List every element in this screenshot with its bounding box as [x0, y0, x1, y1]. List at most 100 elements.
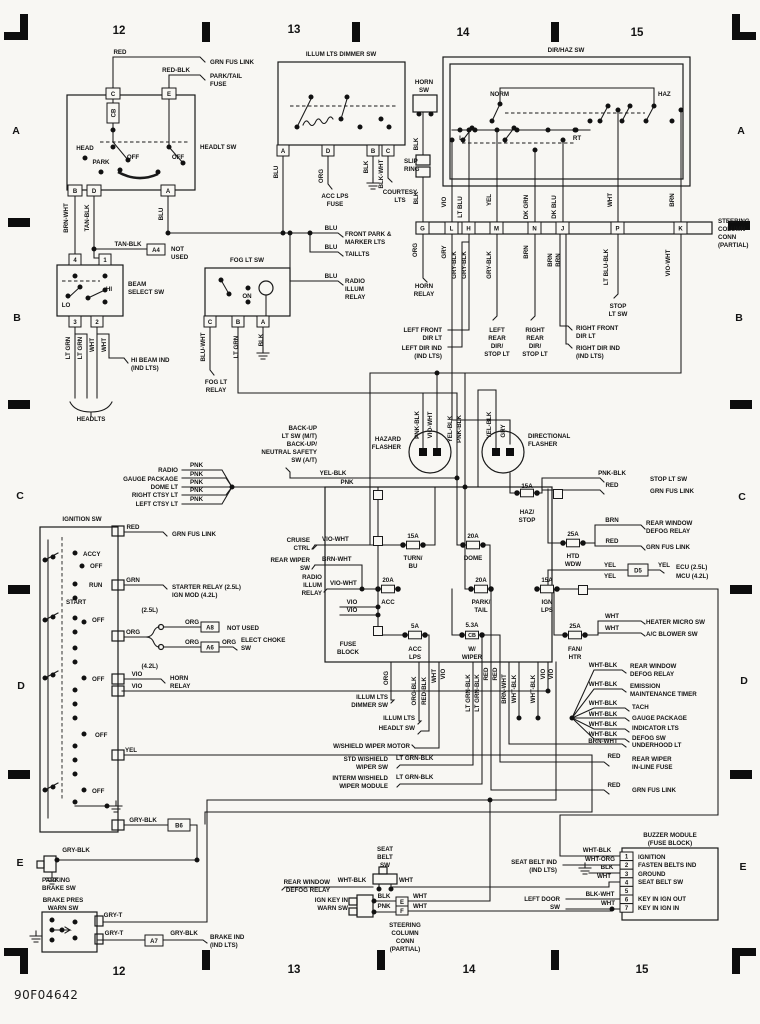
terminal-label: A	[281, 149, 286, 155]
wire	[108, 357, 129, 364]
diagram-label: YEL	[658, 562, 670, 569]
connector-code-box	[144, 934, 164, 947]
component-box	[111, 630, 125, 642]
wire	[145, 636, 160, 648]
registration-mark	[4, 948, 26, 956]
registration-mark	[202, 22, 210, 42]
diagram-label: STEERING	[389, 922, 421, 929]
terminal-label: D	[326, 149, 331, 155]
diagram-label: LT GRN-BLK	[465, 674, 472, 712]
wire	[112, 141, 129, 161]
registration-mark	[8, 218, 30, 227]
diagram-label: (2.5L)	[141, 607, 158, 614]
diagram-label: (FUSE BLOCK)	[648, 840, 692, 847]
diagram-label: (IND LTS)	[131, 365, 159, 372]
component-box	[348, 897, 358, 906]
diagram-label: RADIO	[302, 574, 322, 581]
diagram-label: STOP LT SW	[650, 476, 687, 483]
diagram-label: 5.3A	[465, 622, 479, 629]
registration-mark	[8, 400, 30, 409]
terminal-box	[160, 184, 176, 197]
diagram-label: REAR	[488, 335, 506, 342]
component-box	[111, 819, 125, 831]
diagram-label: DK GRN	[523, 194, 530, 219]
wire	[509, 472, 518, 494]
diagram-label: SW	[300, 565, 310, 572]
diagram-label: FLASHER	[372, 444, 402, 451]
diagram-label: IGNITION	[638, 854, 666, 861]
diagram-label: IN-LINE FUSE	[632, 764, 673, 771]
lamp-circle	[258, 280, 274, 296]
diagram-label: WHT	[399, 877, 413, 884]
connector-code-label: B6	[175, 823, 183, 829]
wire	[571, 669, 627, 719]
diagram-shape	[466, 540, 480, 550]
diagram-label: WHT-BLK	[589, 721, 618, 728]
diagram-label: ILLUM LTS	[356, 694, 388, 701]
terminal-box	[673, 221, 688, 235]
diagram-label: LEFT DOOR	[524, 896, 560, 903]
diagram-label: D	[17, 680, 25, 692]
wire	[181, 486, 233, 505]
diagram-label: WHT-BLK	[530, 674, 537, 703]
diagram-label: SELECT SW	[128, 289, 164, 296]
diagram-label: 15	[631, 27, 644, 39]
diagram-shape	[109, 805, 123, 813]
diagram-label: YEL	[125, 747, 137, 754]
diagram-label: LT GRN-BLK	[396, 755, 434, 762]
diagram-label: INTERM W/SHIELD	[332, 775, 388, 782]
diagram-label: KEY IN IGN OUT	[638, 896, 686, 903]
junction-dots	[42, 94, 684, 943]
diagram-label: TAN-BLK	[84, 204, 91, 232]
terminal-box	[461, 221, 476, 235]
connector-code-box	[106, 102, 120, 124]
diagram-label: 15A	[541, 577, 553, 584]
connector-code-label: D5	[634, 568, 642, 574]
connector-pad	[553, 489, 563, 499]
terminal-box	[256, 315, 270, 328]
diagram-shape	[540, 584, 554, 594]
diagram-label: BUZZER MODULE	[643, 832, 697, 839]
terminal-label: L	[450, 226, 454, 232]
diagram-label: VIO-WHT	[330, 580, 357, 587]
diagram-shape	[408, 630, 422, 640]
diagram-label: SW	[419, 87, 429, 94]
diagram-label: KEY IN IGN IN	[638, 905, 680, 912]
diagram-label: LT GRN-BLK	[474, 674, 481, 712]
wire	[123, 584, 168, 590]
diagram-label: TAILLTS	[345, 251, 370, 258]
connector-code-box	[627, 563, 649, 577]
diagram-label: RED	[605, 538, 619, 545]
wire	[220, 279, 230, 295]
diagram-label: BLK	[363, 160, 370, 173]
diagram-label: RELAY	[345, 294, 366, 301]
connector-code-box	[167, 818, 191, 832]
diagram-label: GRY-BLK	[486, 251, 493, 279]
diagram-label: OFF	[172, 154, 185, 161]
diagram-label: A	[12, 125, 20, 137]
diagram-label: VIO	[132, 683, 143, 690]
wire	[451, 588, 463, 636]
diagram-label: OFF	[92, 788, 105, 795]
fuse-icon: CB	[459, 630, 485, 640]
wire	[559, 233, 573, 331]
diagram-label: RIGHT FRONT	[576, 325, 618, 332]
terminal-label: 7	[625, 906, 629, 912]
component-box	[277, 61, 406, 146]
wire	[556, 588, 719, 857]
diagram-label: 15A	[407, 533, 419, 540]
diagram-label: BLU	[158, 207, 165, 220]
diagram-label: WHT-BLK	[589, 711, 618, 718]
wire	[390, 661, 396, 704]
diagram-label: LPS	[541, 607, 553, 614]
diagram-label: A/C BLOWER SW	[646, 631, 698, 638]
diagram-shape	[381, 584, 395, 594]
diagram-label: LEFT DIR IND	[402, 345, 443, 352]
diagram-shape	[474, 584, 488, 594]
diagram-label: PNK	[190, 479, 204, 486]
diagram-label: REAR WIPER	[632, 756, 672, 763]
diagram-label: RELAY	[302, 590, 323, 597]
diagram-label: SEAT BELT SW	[638, 879, 683, 886]
diagram-label: BRN-WHT	[322, 556, 352, 563]
diagram-shape	[578, 867, 592, 875]
